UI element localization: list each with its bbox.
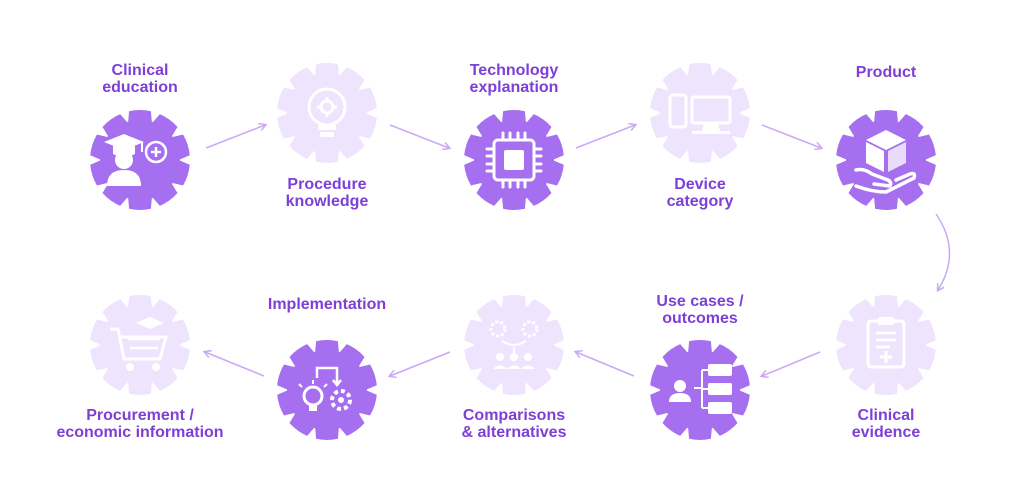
gear-shape bbox=[90, 295, 190, 395]
step-6-gear bbox=[836, 295, 936, 395]
gear-shape bbox=[836, 295, 936, 395]
team-gears-icon bbox=[489, 320, 539, 369]
gear-shape bbox=[650, 340, 750, 440]
devices-icon bbox=[668, 93, 732, 134]
arrow-8-to-9 bbox=[390, 351, 451, 376]
step-1-gear bbox=[90, 110, 190, 210]
lightbulb-gear-icon bbox=[307, 87, 347, 137]
graduate-medical-icon bbox=[104, 134, 168, 186]
clipboard-medical-icon bbox=[866, 317, 906, 369]
step-3-label: Technology explanation bbox=[469, 62, 559, 96]
microchip-icon bbox=[485, 131, 543, 189]
step-1-label: Clinical education bbox=[102, 62, 178, 96]
connector-arrows bbox=[205, 124, 951, 377]
arrow-7-to-8 bbox=[576, 352, 635, 377]
step-10-label: Procurement / economic information bbox=[56, 407, 224, 441]
step-9-gear bbox=[277, 340, 377, 440]
step-4-label: Device category bbox=[666, 176, 734, 210]
arrow-3-to-4 bbox=[575, 125, 635, 149]
step-10-gear bbox=[90, 295, 190, 395]
gear-shape bbox=[90, 110, 190, 210]
box-in-hand-icon bbox=[854, 130, 917, 194]
arrow-6-to-7 bbox=[762, 351, 821, 376]
step-3-gear bbox=[464, 110, 564, 210]
step-5-label: Product bbox=[855, 64, 917, 81]
step-5-gear bbox=[836, 110, 936, 210]
arrow-1-to-2 bbox=[205, 125, 265, 149]
step-4-gear bbox=[650, 63, 750, 163]
shopping-cart-icon bbox=[110, 317, 168, 371]
arrow-2-to-3 bbox=[389, 124, 449, 148]
gear-shape bbox=[650, 63, 750, 163]
step-6-label: Clinical evidence bbox=[851, 407, 921, 441]
user-hierarchy-icon bbox=[669, 364, 732, 414]
step-8-gear bbox=[464, 295, 564, 395]
arrow-5-to-6 bbox=[935, 213, 951, 290]
step-9-label: Implementation bbox=[267, 296, 387, 313]
arrow-9-to-10 bbox=[205, 352, 265, 377]
idea-to-gear-icon bbox=[298, 366, 352, 411]
step-7-gear bbox=[650, 340, 750, 440]
gear-shape bbox=[836, 110, 936, 210]
gear-shape bbox=[277, 340, 377, 440]
arrow-4-to-5 bbox=[761, 124, 821, 148]
step-8-label: Comparisons & alternatives bbox=[461, 407, 567, 441]
step-2-label: Procedure knowledge bbox=[285, 176, 369, 210]
step-2-gear bbox=[277, 63, 377, 163]
step-7-label: Use cases / outcomes bbox=[656, 293, 744, 327]
